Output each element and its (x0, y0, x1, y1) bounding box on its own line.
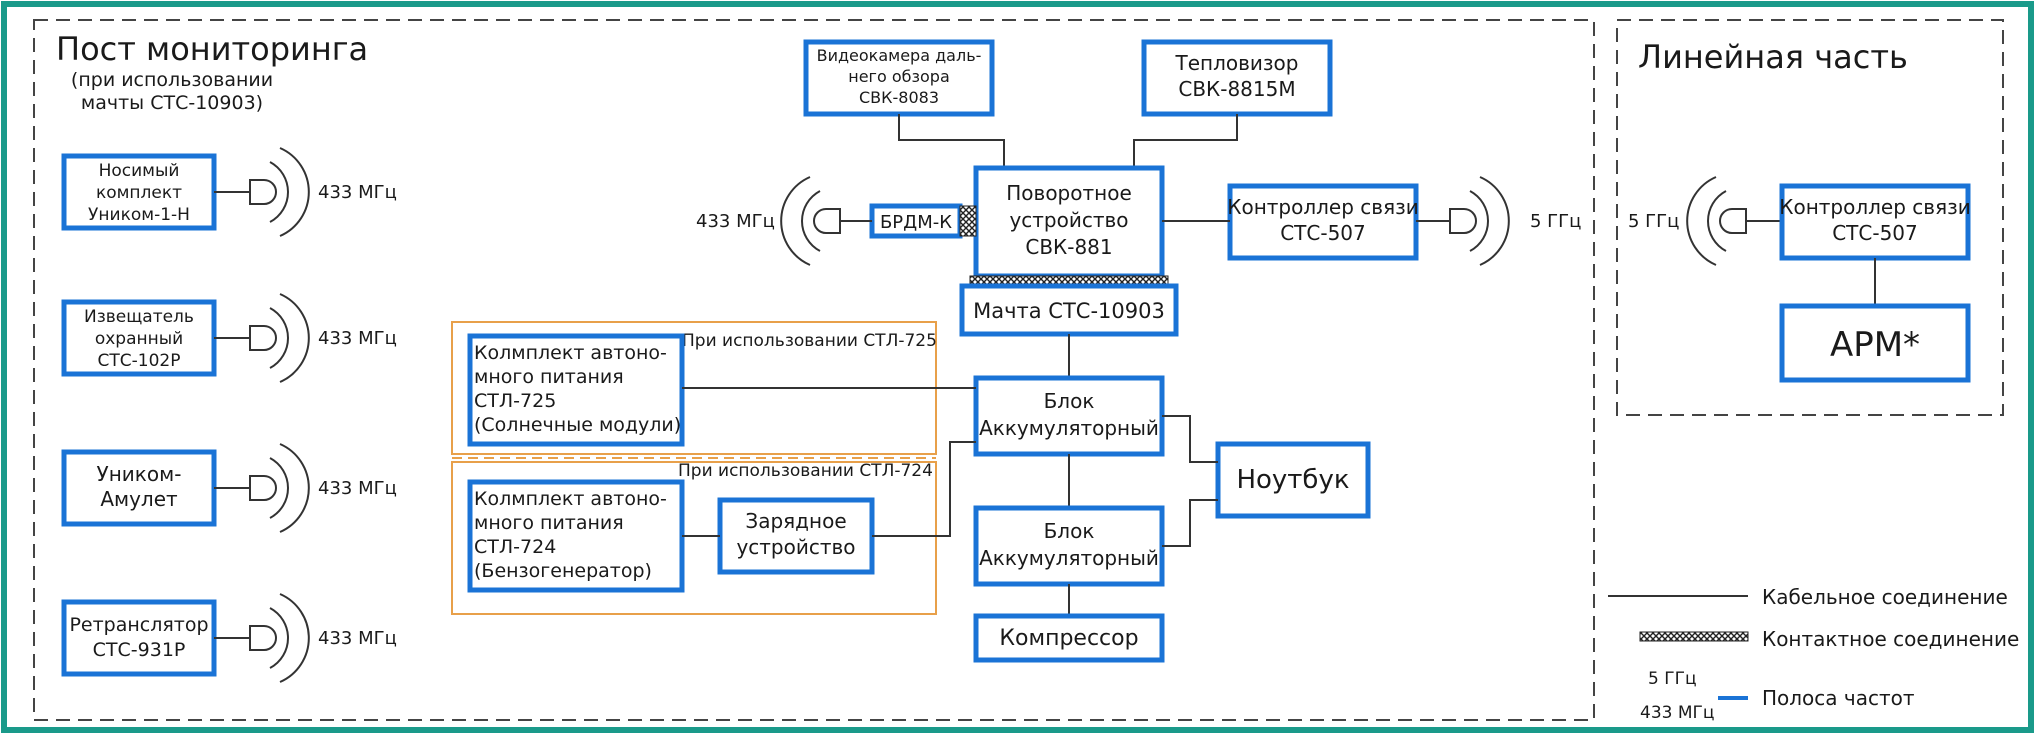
controller-right-line-1: Контроллер связи (1779, 195, 1970, 219)
nosimy-box (61, 153, 217, 231)
compressor-label: Компрессор (999, 626, 1138, 651)
machta-label: Мачта СТС-10903 (973, 299, 1165, 323)
monitoring-post-frame (33, 19, 1595, 721)
controller-right-line-2: СТС-507 (1832, 221, 1918, 245)
note-stl724: При использовании СТЛ-724 (678, 461, 933, 481)
kit725-line-3: СТЛ-725 (474, 390, 556, 412)
battery2-line-2: Аккумуляторный (979, 546, 1159, 570)
kit725-box (467, 333, 685, 447)
videocamera-line-2: него обзора (848, 67, 950, 86)
controller-left-line-2: СТС-507 (1280, 221, 1366, 245)
videocamera-line-1: Видеокамера даль- (817, 46, 982, 65)
izveshchatel-line-1: Извещатель (84, 307, 194, 327)
antenna-icon (249, 593, 310, 683)
controller-left-line-1: Контроллер связи (1227, 195, 1418, 219)
nosimy-line-3: Уником-1-Н (88, 205, 190, 225)
stl724-option-frame (451, 461, 937, 615)
legend-contact: Контактное соединение (1762, 627, 2019, 651)
antenna-icon (780, 176, 841, 266)
izveshchatel-line-3: СТС-102Р (98, 351, 181, 371)
monitoring-post-subtitle-1: (при использовании (71, 69, 273, 91)
notebook-box (1215, 441, 1371, 519)
kit725-line-2: много питания (474, 366, 624, 388)
freq-433-brdm: 433 МГц (696, 211, 775, 232)
nosimy-line-2: комплект (96, 183, 182, 203)
kit724-line-3: СТЛ-724 (474, 536, 556, 558)
battery1-line-2: Аккумуляторный (979, 416, 1159, 440)
teplovizor-line-1: Тепловизор (1175, 51, 1299, 75)
compressor-box (973, 613, 1165, 663)
charger-box (717, 497, 875, 575)
amulet-line-1: Уником- (97, 462, 182, 486)
monitoring-post-subtitle-2: мачты СТС-10903) (81, 92, 263, 114)
legend-cable: Кабельное соединение (1762, 585, 2008, 609)
retranslyator-line-2: СТС-931Р (93, 639, 186, 661)
legend-band-5: 5 ГГц (1648, 669, 1697, 689)
antenna-icon (1686, 176, 1747, 266)
linear-part-frame (1616, 19, 2004, 416)
kit725-line-1: Колмплект автоно- (474, 342, 667, 364)
linear-part-title: Линейная часть (1638, 38, 1908, 76)
antenna-icon (249, 147, 310, 237)
arm-label: АРМ* (1830, 325, 1920, 365)
legend-contact-sample (1639, 631, 1749, 642)
legend-band: Полоса частот (1762, 686, 1915, 710)
freq-433-izveshchatel: 433 МГц (318, 328, 397, 349)
notebook-label: Ноутбук (1236, 465, 1349, 495)
freq-5-controller-right: 5 ГГц (1628, 211, 1679, 232)
retranslyator-box (61, 599, 217, 677)
battery2-box (973, 505, 1165, 587)
freq-433-amulet: 433 МГц (318, 478, 397, 499)
teplovizor-line-2: СВК-8815М (1178, 77, 1295, 101)
monitoring-post-title: Пост мониторинга (56, 30, 368, 68)
videocamera-line-3: СВК-8083 (859, 88, 939, 107)
kit724-line-2: много питания (474, 512, 624, 534)
freq-433-nosimy: 433 МГц (318, 182, 397, 203)
izveshchatel-line-2: охранный (95, 329, 183, 349)
antenna-icon (249, 443, 310, 533)
povorotnoe-line-3: СВК-881 (1025, 235, 1112, 259)
charger-line-1: Зарядное (745, 509, 846, 533)
charger-line-2: устройство (736, 535, 855, 559)
battery1-line-1: Блок (1044, 389, 1095, 413)
povorotnoe-line-1: Поворотное (1006, 181, 1132, 205)
battery2-line-1: Блок (1044, 519, 1095, 543)
legend-band-433: 433 МГц (1640, 703, 1714, 723)
antenna-icon (1449, 176, 1510, 266)
retranslyator-line-1: Ретранслятор (69, 614, 208, 636)
povorotnoe-line-2: устройство (1009, 208, 1128, 232)
kit725-line-4: (Солнечные модули) (474, 414, 681, 436)
freq-433-retranslyator: 433 МГц (318, 628, 397, 649)
nosimy-line-1: Носимый (99, 161, 180, 181)
machta-box (959, 283, 1179, 337)
brdm-label: БРДМ-К (880, 212, 952, 233)
amulet-line-2: Амулет (100, 487, 178, 511)
kit724-line-1: Колмплект автоно- (474, 488, 667, 510)
brdm-contact (959, 205, 977, 237)
kit724-line-4: (Бензогенератор) (474, 560, 652, 582)
controller-right-box (1779, 183, 1971, 261)
izveshchatel-box (61, 299, 217, 377)
arm-box (1779, 303, 1971, 383)
freq-5-controller-left: 5 ГГц (1530, 211, 1581, 232)
kit724-box (467, 479, 685, 593)
note-stl725: При использовании СТЛ-725 (682, 331, 937, 351)
antenna-icon (249, 293, 310, 383)
